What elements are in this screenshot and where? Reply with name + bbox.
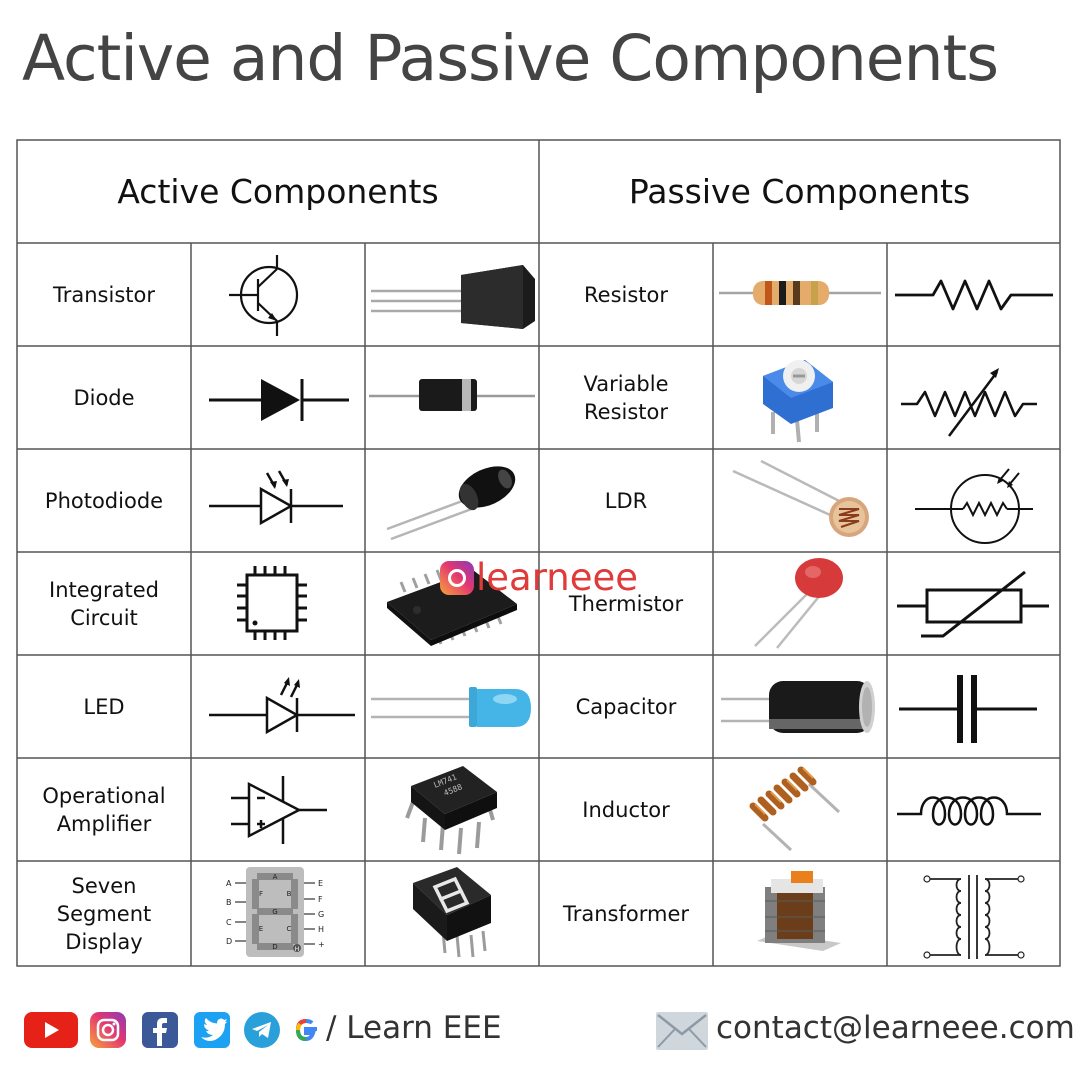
diode-symbol-icon xyxy=(191,346,365,449)
twitter-icon[interactable] xyxy=(194,1012,230,1048)
instagram-icon xyxy=(440,560,474,595)
segment-label-g: G xyxy=(272,908,277,916)
ldr-photo xyxy=(713,449,887,552)
ic-photo xyxy=(365,552,539,655)
pin-label-left-b: B xyxy=(226,898,232,907)
opamp-photo: LM741 4588 xyxy=(365,758,539,861)
opamp-symbol-icon xyxy=(191,758,365,861)
label-ldr: LDR xyxy=(604,488,648,513)
page-title: Active and Passive Components xyxy=(22,22,999,95)
label-diode: Diode xyxy=(73,385,135,410)
segment-label-a: A xyxy=(273,873,278,881)
segment-label-c: C xyxy=(287,925,292,933)
segment-label-h: H xyxy=(295,946,300,953)
segment-label-e: E xyxy=(259,925,263,933)
variable-resistor-symbol-icon xyxy=(887,346,1060,449)
ldr-symbol-icon xyxy=(887,449,1060,552)
pin-label-right-h: H xyxy=(318,925,324,934)
photodiode-photo xyxy=(365,449,539,552)
led-symbol-icon xyxy=(191,655,365,758)
label-resistor: Resistor xyxy=(584,282,668,307)
pin-label-left-a: A xyxy=(226,879,232,888)
youtube-icon[interactable] xyxy=(24,1012,78,1048)
transistor-symbol-icon xyxy=(191,243,365,346)
resistor-photo xyxy=(713,243,887,346)
telegram-icon[interactable] xyxy=(244,1012,280,1048)
label-seven-segment-display: Seven Segment Display xyxy=(56,873,152,954)
transformer-photo xyxy=(713,861,887,966)
label-variable-resistor: Variable Resistor xyxy=(583,371,669,424)
instagram-icon[interactable] xyxy=(90,1012,126,1048)
label-photodiode: Photodiode xyxy=(44,488,164,513)
google-icon[interactable] xyxy=(288,1012,324,1048)
seven-segment-photo xyxy=(365,861,539,966)
facebook-icon[interactable] xyxy=(142,1012,178,1048)
resistor-symbol-icon xyxy=(887,243,1060,346)
passive-components-header: Passive Components xyxy=(628,172,971,211)
label-integrated-circuit: Integrated Circuit xyxy=(49,577,159,630)
thermistor-symbol-icon xyxy=(887,552,1060,655)
pin-label-right-e: E xyxy=(318,879,323,888)
segment-label-f: F xyxy=(259,890,263,898)
label-thermistor: Thermistor xyxy=(568,591,684,616)
transformer-symbol-icon xyxy=(887,861,1060,966)
inductor-symbol-icon xyxy=(887,758,1060,861)
label-operational-amplifier: Operational Amplifier xyxy=(42,783,166,836)
watermark: learneee xyxy=(440,556,638,599)
transistor-photo xyxy=(365,243,539,346)
pin-label-right-plus: + xyxy=(318,940,325,949)
mail-icon xyxy=(656,1012,708,1050)
label-transistor: Transistor xyxy=(53,282,155,307)
pin-label-left-c: C xyxy=(226,918,232,927)
inductor-photo xyxy=(713,758,887,861)
active-components-header: Active Components xyxy=(117,172,439,211)
segment-label-b: B xyxy=(287,890,292,898)
label-inductor: Inductor xyxy=(582,797,670,822)
ic-symbol-icon xyxy=(191,552,365,655)
contact-email[interactable]: contact@learneee.com xyxy=(716,1010,1075,1046)
watermark-text: learneee xyxy=(476,556,639,599)
capacitor-symbol-icon xyxy=(887,655,1060,758)
variable-resistor-photo xyxy=(713,346,887,449)
footer: / Learn EEE contact@learneee.com xyxy=(0,1000,1076,1066)
led-photo xyxy=(365,655,539,758)
label-led: LED xyxy=(83,694,125,719)
pin-label-right-g: G xyxy=(318,910,324,919)
label-transformer: Transformer xyxy=(562,901,689,926)
label-capacitor: Capacitor xyxy=(575,694,677,719)
pin-label-left-d: D xyxy=(226,937,232,946)
pin-label-right-f: F xyxy=(318,895,323,904)
segment-label-d: D xyxy=(272,943,277,951)
seven-segment-symbol-icon: A B C D E F G H + A F B G E C D H xyxy=(191,861,365,966)
table-grid xyxy=(16,139,1061,967)
photodiode-symbol-icon xyxy=(191,449,365,552)
diode-photo xyxy=(365,346,539,449)
capacitor-photo xyxy=(713,655,887,758)
thermistor-photo xyxy=(713,552,887,655)
learn-eee-link[interactable]: / Learn EEE xyxy=(326,1010,502,1046)
